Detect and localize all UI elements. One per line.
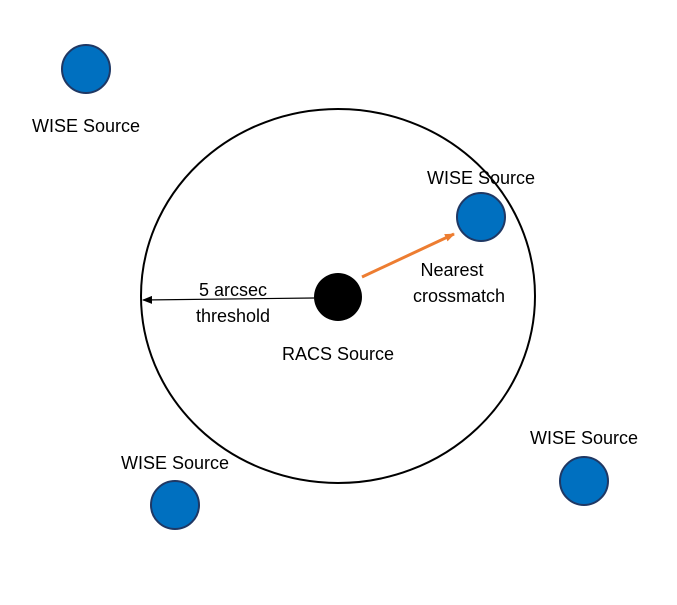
racs-source-marker [314, 273, 362, 321]
wise-source-label-right: WISE Source [530, 428, 638, 448]
wise-source-label-top-left: WISE Source [32, 116, 140, 136]
wise-source-marker-top-left [61, 44, 111, 94]
threshold-arrow [142, 295, 315, 304]
wise-source-label-bottom-left: WISE Source [121, 453, 229, 473]
crossmatch-arrow [361, 232, 455, 279]
crossmatch-label-line2: crossmatch [413, 286, 505, 306]
wise-source-label-inside: WISE Source [427, 168, 535, 188]
crossmatch-label-line1: Nearest [420, 260, 483, 280]
threshold-circle [140, 108, 536, 484]
wise-source-marker-bottom-left [150, 480, 200, 530]
threshold-label-line1: 5 arcsec [199, 280, 267, 300]
racs-source-label: RACS Source [282, 344, 394, 364]
threshold-label-line2: threshold [196, 306, 270, 326]
wise-source-marker-right [559, 456, 609, 506]
wise-source-marker-inside [456, 192, 506, 242]
